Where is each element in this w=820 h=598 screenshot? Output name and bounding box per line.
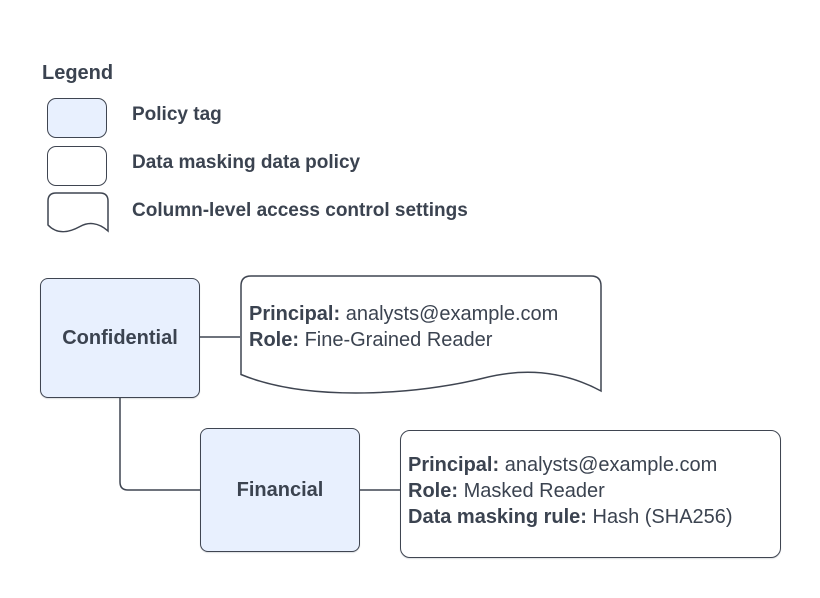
note-line: Role: Masked Reader (408, 478, 733, 504)
acl-note-text: Principal: analysts@example.com Role: Fi… (249, 301, 558, 353)
note-field-value: Hash (SHA256) (592, 506, 733, 528)
note-field-label: Principal: (408, 454, 500, 476)
note-field-label: Role: (408, 480, 458, 502)
policy-tag-financial: Financial (200, 428, 360, 552)
note-line: Role: Fine-Grained Reader (249, 327, 558, 353)
legend-label-data-policy: Data masking data policy (132, 152, 361, 173)
legend-title: Legend (42, 62, 114, 84)
note-line: Data masking rule: Hash (SHA256) (408, 504, 733, 530)
note-line: Principal: analysts@example.com (408, 452, 733, 478)
policy-tag-confidential: Confidential (40, 278, 200, 398)
legend-label-policy-tag: Policy tag (132, 104, 222, 125)
note-field-label: Role: (249, 329, 299, 351)
note-field-value: Fine-Grained Reader (304, 329, 493, 351)
note-field-label: Data masking rule: (408, 506, 587, 528)
masking-policy-node (400, 430, 781, 558)
policy-tag-label: Confidential (62, 326, 178, 349)
note-field-value: Masked Reader (463, 480, 605, 502)
note-line: Principal: analysts@example.com (249, 301, 558, 327)
acl-note-document-shape (240, 275, 602, 394)
legend-label-column-acl: Column-level access control settings (132, 200, 468, 221)
policy-tag-label: Financial (236, 478, 324, 501)
legend-swatch-data-policy (47, 146, 107, 186)
legend-swatch-column-acl-shape (47, 192, 109, 233)
note-field-label: Principal: (249, 303, 341, 325)
masking-note-text: Principal: analysts@example.com Role: Ma… (408, 452, 733, 530)
note-field-value: analysts@example.com (345, 303, 559, 325)
connector-confidential-financial (119, 398, 200, 491)
legend-swatch-policy-tag (47, 98, 107, 138)
note-field-value: analysts@example.com (504, 454, 718, 476)
